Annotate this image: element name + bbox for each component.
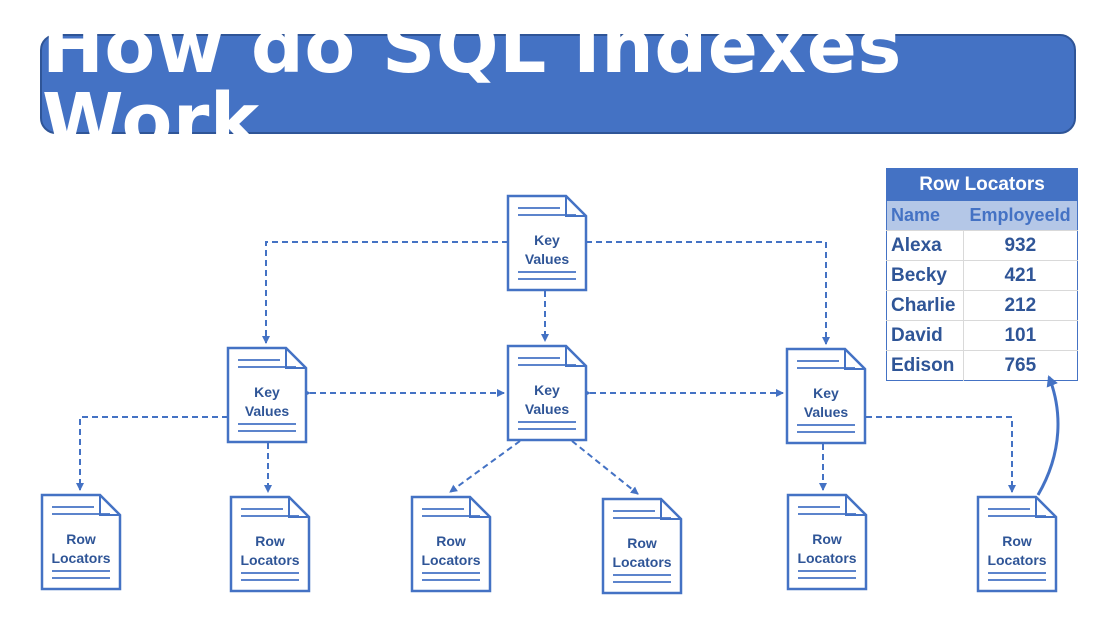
document-icon [506,344,588,442]
page-fold [565,196,586,217]
cell-name: Charlie [886,290,964,321]
page-fold [285,348,306,369]
connector-root-to-left [262,241,508,344]
page-fold [660,499,681,520]
doc-label-line1: Key [813,385,839,401]
doc-label-line1: Key [254,384,280,400]
connector-root-to-right [586,241,830,345]
cell-name: Edison [886,350,964,381]
document-icon [601,497,683,595]
curved-arrow-to-table [1036,375,1060,496]
table-row: David 101 [886,320,1078,351]
page-fold [565,346,586,367]
page-fold [99,495,120,516]
connector-center-to-leaf3 [449,440,521,493]
cell-employeeid: 421 [963,260,1078,291]
doc-label-line1: Key [534,232,560,248]
column-header-employeeid: EmployeeId [963,200,1078,231]
cell-employeeid: 101 [963,320,1078,351]
doc-label-line2: Values [245,403,290,419]
page-fold [288,497,309,518]
document-icon [229,495,311,593]
doc-label-line1: Row [1002,533,1032,549]
table-row: Charlie 212 [886,290,1078,321]
doc-label-line1: Key [534,382,560,398]
document-nodes: KeyValuesKeyValuesKeyValuesKeyValuesRowL… [40,194,1058,595]
doc-label-line2: Locators [421,552,480,568]
column-header-name: Name [886,200,964,231]
doc-label-line1: Row [436,533,466,549]
document-icon [410,495,492,593]
table-row: Becky 421 [886,260,1078,291]
doc-label-line1: Row [66,531,96,547]
table-title: Row Locators [886,168,1078,200]
document-icon [506,194,588,292]
doc-label-line2: Values [525,401,570,417]
table-row: Alexa 932 [886,230,1078,261]
document-icon [786,493,868,591]
document-icon [785,347,867,445]
cell-name: Alexa [886,230,964,261]
title-banner: How do SQL Indexes Work [40,10,1076,158]
cell-name: Becky [886,260,964,291]
connector-center-to-leaf4 [571,440,639,495]
document-icon [976,495,1058,593]
doc-label-line2: Locators [797,550,856,566]
table-header-row: Name EmployeeId [886,200,1078,231]
doc-label-line2: Locators [51,550,110,566]
doc-label-line1: Row [255,533,285,549]
doc-label-line2: Values [525,251,570,267]
doc-label-line1: Row [627,535,657,551]
row-locators-table: Row Locators Name EmployeeId Alexa 932 B… [886,168,1078,381]
connector-left-to-leaf1 [76,416,228,491]
page-fold [844,349,865,370]
page-fold [845,495,866,516]
cell-name: David [886,320,964,351]
connectors [76,241,1060,496]
page-fold [1035,497,1056,518]
page-fold [469,497,490,518]
table-row: Edison 765 [886,350,1078,381]
doc-label-line2: Locators [612,554,671,570]
doc-label-line2: Locators [987,552,1046,568]
doc-label-line2: Locators [240,552,299,568]
cell-employeeid: 765 [963,350,1078,381]
cell-employeeid: 212 [963,290,1078,321]
doc-label-line1: Row [812,531,842,547]
page-title: How do SQL Indexes Work [42,4,902,164]
document-icon [226,346,308,444]
document-icon [40,493,122,591]
connector-right-to-leaf6 [866,416,1016,493]
doc-label-line2: Values [804,404,849,420]
cell-employeeid: 932 [963,230,1078,261]
